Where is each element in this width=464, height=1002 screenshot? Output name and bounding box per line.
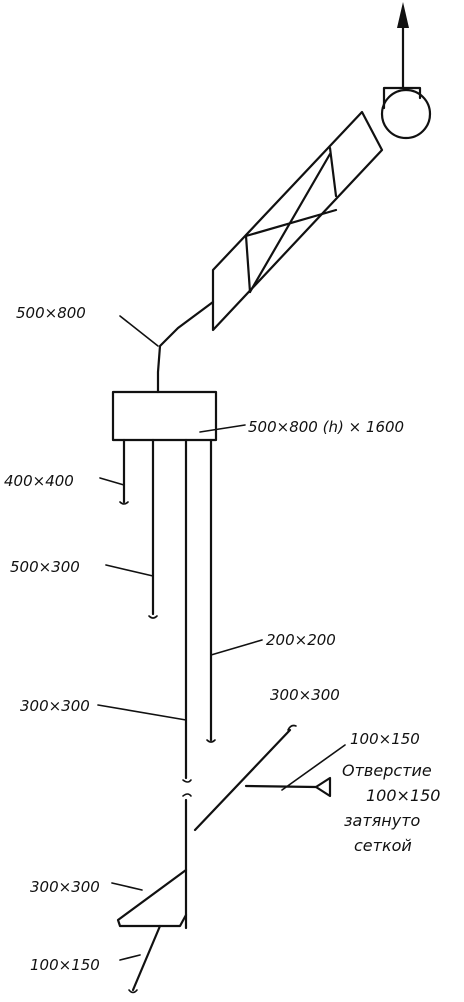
label-top-right: 300×300 <box>270 686 340 704</box>
label-bottom-left: 300×300 <box>30 878 100 896</box>
opening-note: Отверстие 100×150 затянуто сеткой <box>342 761 440 855</box>
label-branch-d: 300×300 <box>20 697 90 715</box>
label-side: 100×150 <box>350 730 420 748</box>
label-branch-c: 200×200 <box>266 631 336 649</box>
exhaust-arrow <box>397 2 409 90</box>
branch-200x200 <box>206 438 263 743</box>
main-duct <box>119 300 215 394</box>
opening-line-1: Отверстие <box>342 761 432 780</box>
filter-unit <box>211 110 384 332</box>
label-branch-b: 500×300 <box>10 558 80 576</box>
opening-line-4: сеткой <box>354 836 412 855</box>
plenum-box <box>111 390 218 442</box>
label-branch-a: 400×400 <box>4 472 74 490</box>
branch-300x300 <box>97 438 192 930</box>
inclined-duct <box>111 724 346 994</box>
opening-line-3: затянуто <box>344 811 421 830</box>
branch-400x400 <box>99 438 129 505</box>
label-main-duct: 500×800 <box>16 304 86 322</box>
label-bottom: 100×150 <box>30 956 100 974</box>
label-box: 500×800 (h) × 1600 <box>248 418 404 436</box>
branch-500x300 <box>105 438 158 619</box>
opening-line-2: 100×150 <box>366 786 440 805</box>
fan-icon <box>380 86 432 140</box>
